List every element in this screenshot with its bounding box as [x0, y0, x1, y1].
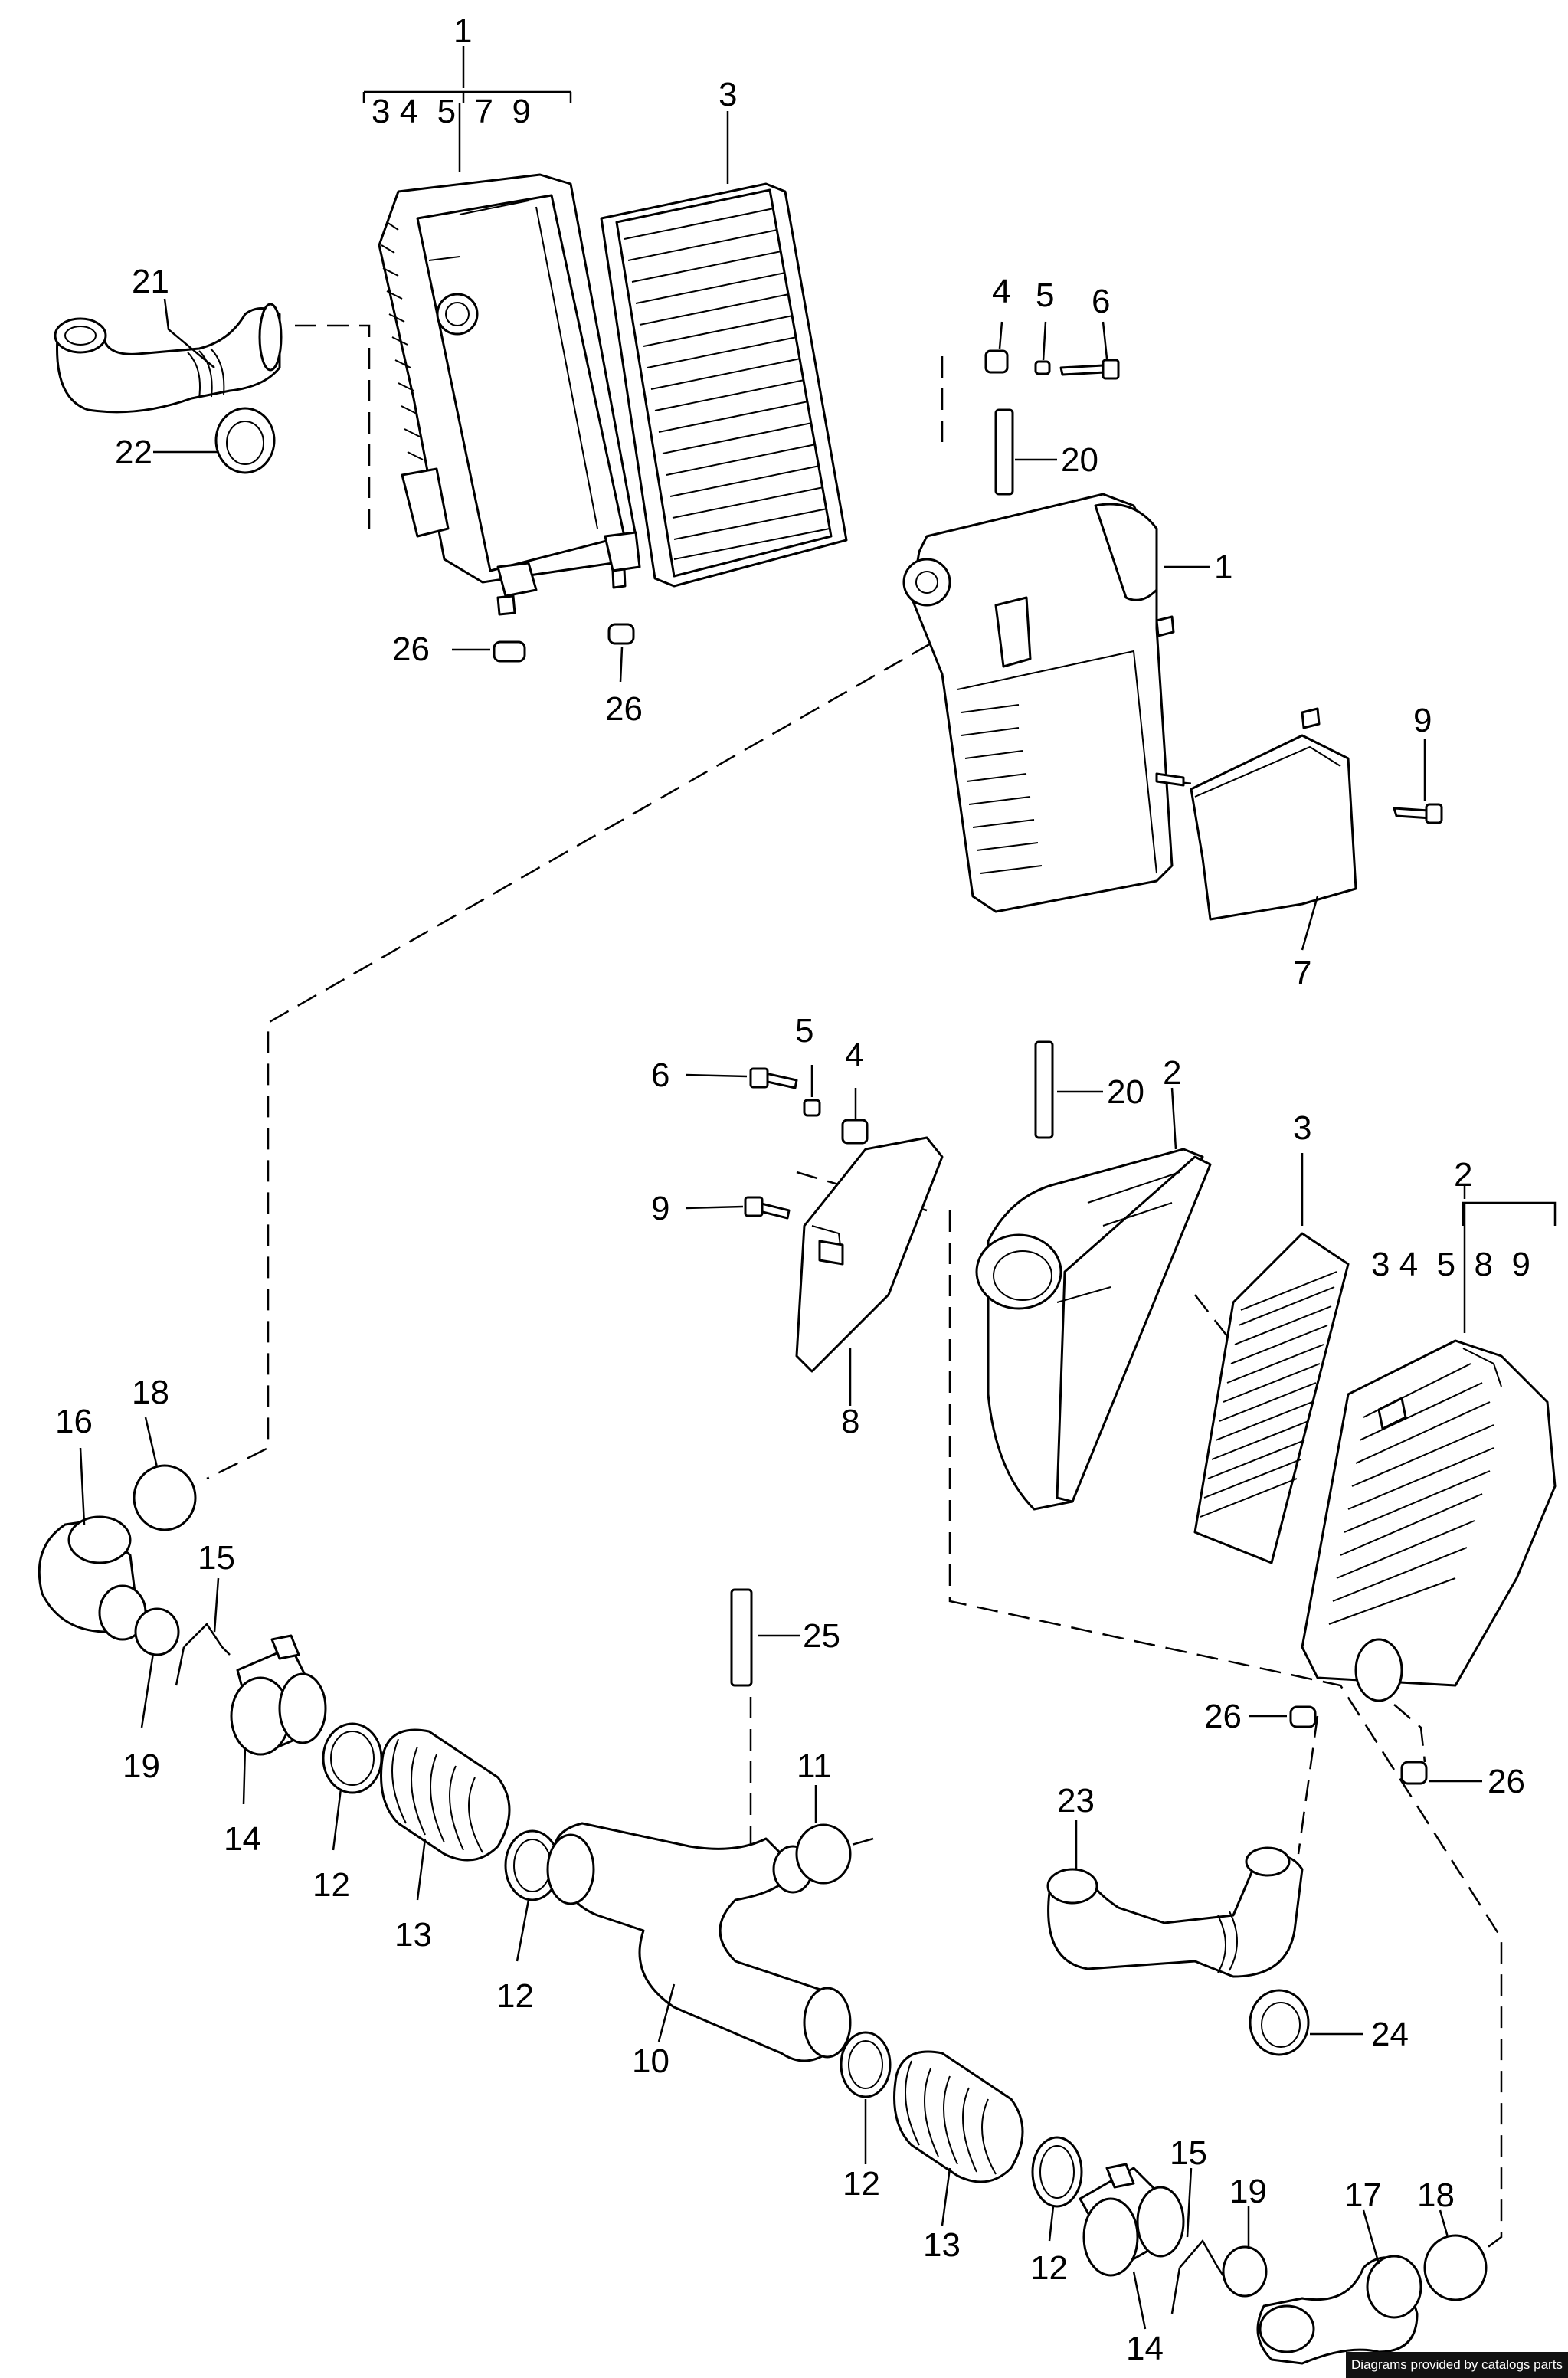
callout-26-d: 26 — [1488, 1763, 1525, 1800]
seal-18-right — [1423, 2234, 1488, 2301]
mass-airflow-sensor-14-left — [230, 1634, 327, 1756]
elbow-16 — [38, 1515, 147, 1641]
callout-19-a: 19 — [123, 1747, 160, 1785]
seal-11 — [795, 1823, 852, 1885]
callout-2-b: 2 — [1454, 1156, 1472, 1194]
callout-20-a: 20 — [1061, 441, 1098, 479]
filter-element-middle — [1193, 1232, 1350, 1564]
callout-13-b: 13 — [923, 2226, 961, 2264]
callout-22: 22 — [115, 434, 152, 471]
seal-24 — [1249, 1989, 1310, 2056]
callout-6-b: 6 — [651, 1056, 669, 1094]
callout-1-right: 1 — [1214, 549, 1232, 586]
callout-5-b: 5 — [795, 1012, 813, 1050]
hardware-middle — [744, 1040, 1054, 1220]
clamp-12-d — [1031, 2136, 1083, 2208]
air-filter-housing-2-left — [975, 1148, 1212, 1511]
callout-18-b: 18 — [1417, 2177, 1455, 2214]
callout-12-a: 12 — [313, 1866, 350, 1904]
callout-12-c: 12 — [843, 2165, 880, 2203]
elbow-17 — [1256, 2255, 1422, 2365]
intake-hose-23 — [1046, 1846, 1304, 1978]
callout-12-d: 12 — [1030, 2249, 1068, 2287]
callout-26-a: 26 — [392, 631, 430, 668]
callout-3-b: 3 — [1293, 1109, 1311, 1147]
callout-1-group: 3 4 5 7 9 — [372, 93, 531, 130]
air-filter-housing-right — [902, 493, 1175, 913]
clamp-12-a — [322, 1722, 383, 1794]
callout-24: 24 — [1371, 2016, 1409, 2053]
callout-labels: 1 3 4 5 7 9 3 21 22 26 26 4 5 6 20 1 9 7… — [55, 12, 1530, 2367]
callout-1-top: 1 — [453, 12, 472, 50]
callout-16: 16 — [55, 1403, 93, 1440]
callout-13-a: 13 — [394, 1916, 432, 1954]
mass-airflow-sensor-14-right — [1079, 2163, 1185, 2277]
seal-22 — [214, 407, 276, 474]
bellows-13-right — [893, 2050, 1024, 2183]
callout-21: 21 — [132, 263, 169, 300]
callout-15-b: 15 — [1170, 2134, 1207, 2172]
callout-9-b: 9 — [651, 1190, 669, 1227]
bellows-13-left — [380, 1728, 511, 1862]
callout-23: 23 — [1057, 1782, 1095, 1820]
callout-25: 25 — [803, 1617, 840, 1655]
air-filter-housing-2-right — [1301, 1339, 1557, 1702]
callout-2-a: 2 — [1163, 1054, 1181, 1092]
callout-14-a: 14 — [224, 1820, 261, 1858]
clip-15-right — [1170, 2239, 1227, 2314]
callout-8: 8 — [841, 1403, 859, 1440]
pin-25 — [730, 1588, 753, 1687]
callout-3-top: 3 — [719, 76, 737, 113]
callout-26-c: 26 — [1204, 1698, 1242, 1735]
callout-10: 10 — [632, 2042, 669, 2080]
callout-14-b: 14 — [1126, 2330, 1164, 2367]
clamp-12-c — [840, 2031, 892, 2098]
callout-18-a: 18 — [132, 1374, 169, 1411]
callout-19-b: 19 — [1229, 2173, 1267, 2210]
callout-2-group: 3 4 5 8 9 — [1371, 1246, 1530, 1283]
callout-4-b: 4 — [845, 1037, 863, 1074]
intake-hose-top-left — [54, 303, 283, 414]
bracket-8 — [795, 1136, 944, 1373]
callout-12-b: 12 — [496, 1977, 534, 2015]
callout-5-a: 5 — [1036, 277, 1054, 314]
clip-15-left — [175, 1623, 231, 1686]
callout-26-b: 26 — [605, 690, 643, 728]
leader-lines — [79, 46, 1557, 2330]
filter-element-top — [600, 182, 848, 588]
air-filter-housing-top — [378, 173, 641, 616]
callout-7: 7 — [1293, 955, 1311, 992]
ring-19-right — [1222, 2245, 1268, 2298]
callout-6-a: 6 — [1092, 283, 1110, 320]
callout-20-b: 20 — [1107, 1073, 1144, 1111]
cover-7 — [1155, 707, 1443, 921]
grommets-26-top — [493, 623, 635, 663]
grommets-26-middle — [1289, 1705, 1428, 1785]
callout-11: 11 — [797, 1747, 832, 1785]
seal-18-left — [133, 1464, 197, 1531]
callout-15-a: 15 — [198, 1539, 235, 1577]
y-pipe-10 — [546, 1822, 852, 2062]
ring-19-left — [134, 1607, 180, 1656]
callout-4-a: 4 — [992, 273, 1010, 310]
credit-label: Diagrams provided by catalogs parts — [1346, 2352, 1568, 2378]
callout-17: 17 — [1344, 2177, 1382, 2214]
hardware-4-5-6-top — [984, 349, 1120, 496]
callout-9-a: 9 — [1413, 702, 1432, 739]
